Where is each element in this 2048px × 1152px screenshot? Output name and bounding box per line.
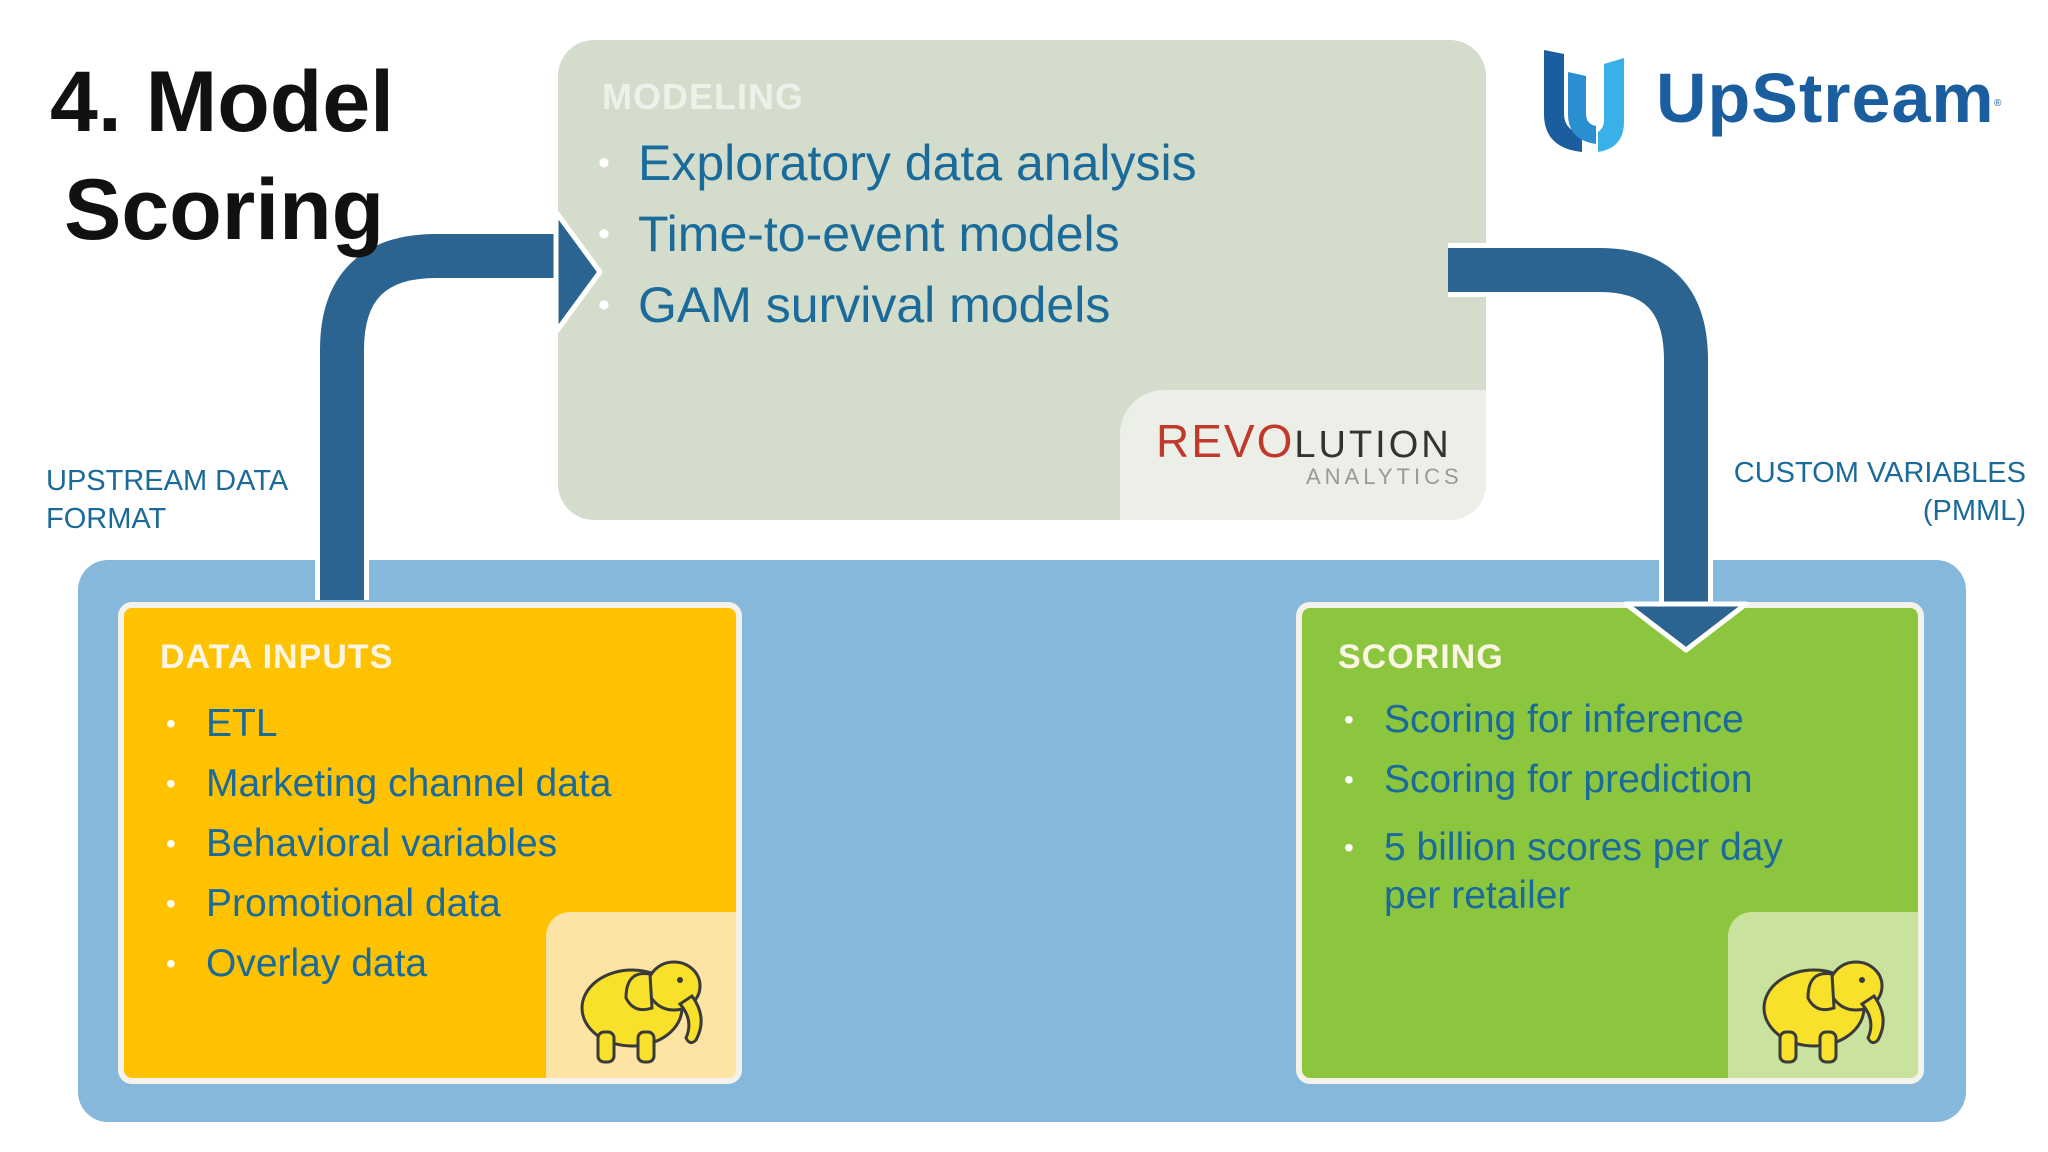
modeling-box: MODELING Exploratory data analysis Time-… (558, 40, 1486, 520)
custom-variables-label: CUSTOM VARIABLES (PMML) (1733, 457, 2026, 527)
scoring-item: 5 billion scores per day per retailer (1344, 824, 1804, 920)
logo-word-accent: REVO (1156, 415, 1295, 467)
elephant-icon (580, 960, 703, 1064)
upstream-mark-icon (1544, 50, 1624, 152)
data-inputs-item: ETL (166, 694, 611, 754)
hadoop-elephant-logo (546, 912, 736, 1078)
scoring-item: Scoring for prediction (1344, 756, 1804, 804)
revolution-analytics-logo: REVOLUTION ANALYTICS (1120, 390, 1486, 520)
data-inputs-item: Overlay data (166, 934, 611, 994)
data-inputs-item: Behavioral variables (166, 814, 611, 874)
hadoop-elephant-logo (1728, 912, 1918, 1078)
upstream-data-format-label: UPSTREAM DATA FORMAT (46, 465, 289, 535)
scoring-title: SCORING (1338, 638, 1504, 676)
elephant-icon (1762, 960, 1885, 1064)
scoring-item: Scoring for inference (1344, 696, 1804, 744)
data-inputs-list: ETL Marketing channel data Behavioral va… (166, 694, 611, 994)
modeling-list: Exploratory data analysis Time-to-event … (598, 128, 1197, 341)
modeling-item: GAM survival models (598, 270, 1197, 341)
modeling-title: MODELING (602, 76, 804, 117)
scoring-box: SCORING Scoring for inference Scoring fo… (1296, 602, 1924, 1084)
registered-mark: ® (1994, 98, 2002, 109)
logo-subtitle: ANALYTICS (1306, 464, 1463, 489)
page-title: 4. Model Scoring (50, 54, 395, 258)
upstream-logo: UpStream ® (1538, 44, 2018, 164)
arrow-inputs-to-modeling (315, 209, 603, 600)
upstream-wordmark: UpStream (1656, 59, 1995, 137)
logo-word-rest: LUTION (1294, 424, 1452, 466)
data-inputs-item: Promotional data (166, 874, 611, 934)
data-inputs-box: DATA INPUTS ETL Marketing channel data B… (118, 602, 742, 1084)
scoring-list: Scoring for inference Scoring for predic… (1344, 696, 1804, 932)
data-inputs-title: DATA INPUTS (160, 638, 394, 676)
modeling-item: Time-to-event models (598, 199, 1197, 270)
modeling-item: Exploratory data analysis (598, 128, 1197, 199)
arrow-modeling-to-scoring (1448, 243, 1749, 653)
data-inputs-item: Marketing channel data (166, 754, 611, 814)
